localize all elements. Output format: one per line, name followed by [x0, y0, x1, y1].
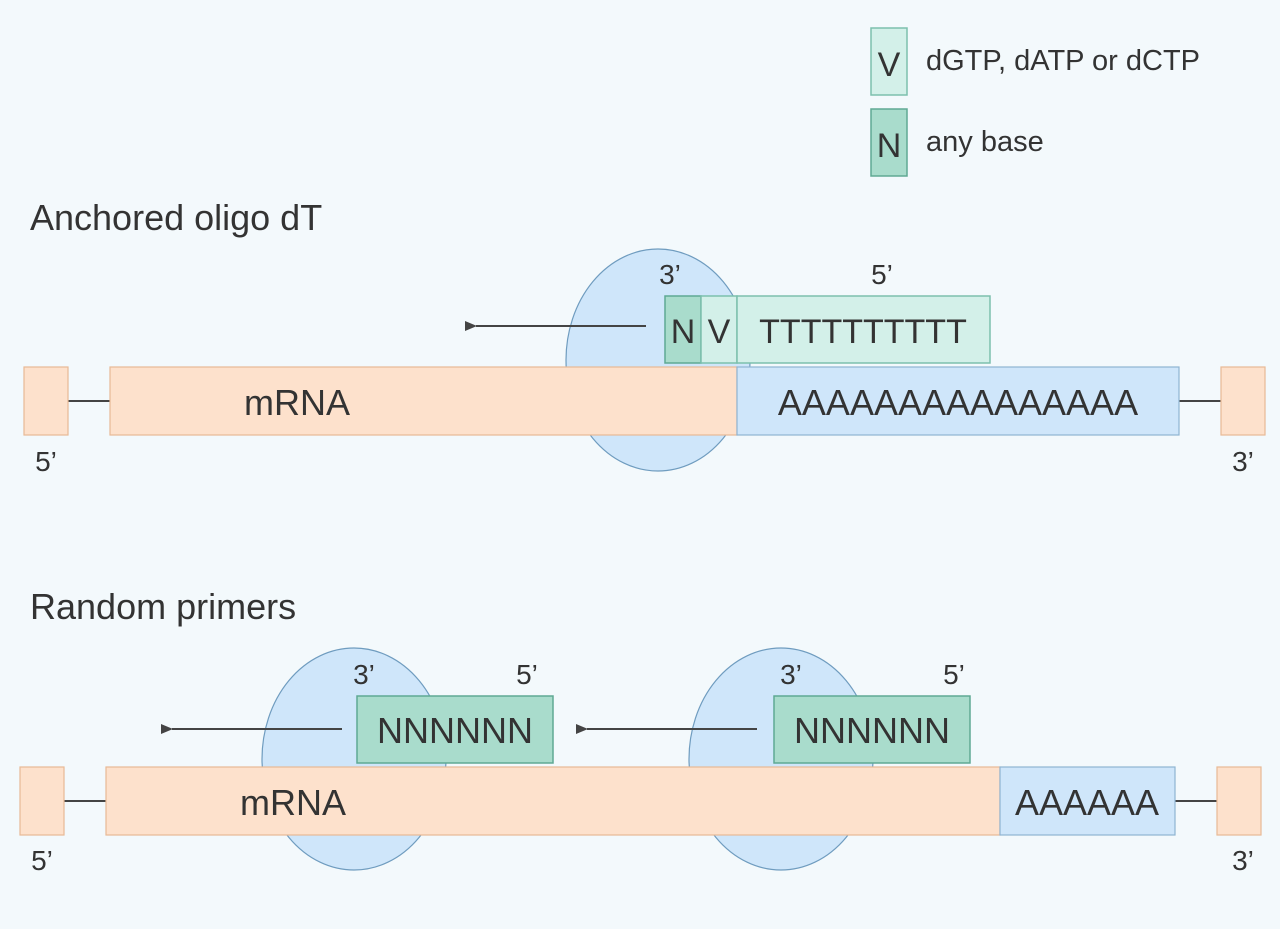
- left-cap-box: [19, 766, 65, 836]
- polya-label: AAAAAAAAAAAAAAA: [778, 382, 1138, 423]
- random-primer-1-sequence: NNNNNN: [377, 710, 533, 751]
- mrna-5prime-end-label: 5’: [35, 446, 57, 477]
- random-primer-2-box: [773, 695, 971, 764]
- right-end-box: [1220, 366, 1266, 436]
- random-primer-2-3prime-label: 3’: [780, 659, 802, 690]
- legend-n-label: any base: [926, 126, 1044, 158]
- anchored-oligo-dt-section: Anchored oligo dT mRNA AAAAAAAAAAAAAAA N…: [23, 197, 1266, 477]
- random-primer-1-3prime-label: 3’: [353, 659, 375, 690]
- polya-tail: [736, 366, 1180, 436]
- primer-oligo-dt-box: [736, 295, 991, 364]
- mrna-3prime-end-label: 3’: [1232, 446, 1254, 477]
- legend-n-swatch: [870, 108, 908, 177]
- polya-label: AAAAAA: [1015, 782, 1159, 823]
- mrna-body: [105, 766, 1001, 836]
- primer-v-box: [700, 295, 738, 364]
- mrna-label: mRNA: [244, 382, 350, 423]
- legend: V dGTP, dATP or dCTP N any base: [870, 27, 1200, 177]
- primer-oligo-dt-sequence: TTTTTTTTTT: [759, 313, 967, 351]
- random-primer-2-5prime-label: 5’: [943, 659, 965, 690]
- primer-v-base: V: [708, 313, 731, 351]
- left-cap-box: [23, 366, 69, 436]
- right-end-box: [1216, 766, 1262, 836]
- legend-v-label: dGTP, dATP or dCTP: [926, 45, 1200, 77]
- legend-v-swatch: [870, 27, 908, 96]
- mrna-body: [109, 366, 738, 436]
- random-primers-section: Random primers mRNA AAAAAA NNNNNN 3’ 5’ …: [19, 586, 1262, 876]
- mrna-5prime-end-label: 5’: [31, 845, 53, 876]
- primer-5prime-label: 5’: [871, 259, 893, 290]
- random-primer-2-sequence: NNNNNN: [794, 710, 950, 751]
- polya-tail: [999, 766, 1176, 836]
- random-primer-1-box: [356, 695, 554, 764]
- mrna-label: mRNA: [240, 782, 346, 823]
- legend-n-symbol: N: [877, 127, 902, 165]
- primer-3prime-label: 3’: [659, 259, 681, 290]
- random-primer-1-5prime-label: 5’: [516, 659, 538, 690]
- mrna-3prime-end-label: 3’: [1232, 845, 1254, 876]
- primer-n-base: N: [671, 313, 696, 351]
- random-title: Random primers: [30, 586, 296, 627]
- legend-v-symbol: V: [878, 46, 901, 84]
- anchored-title: Anchored oligo dT: [30, 197, 322, 238]
